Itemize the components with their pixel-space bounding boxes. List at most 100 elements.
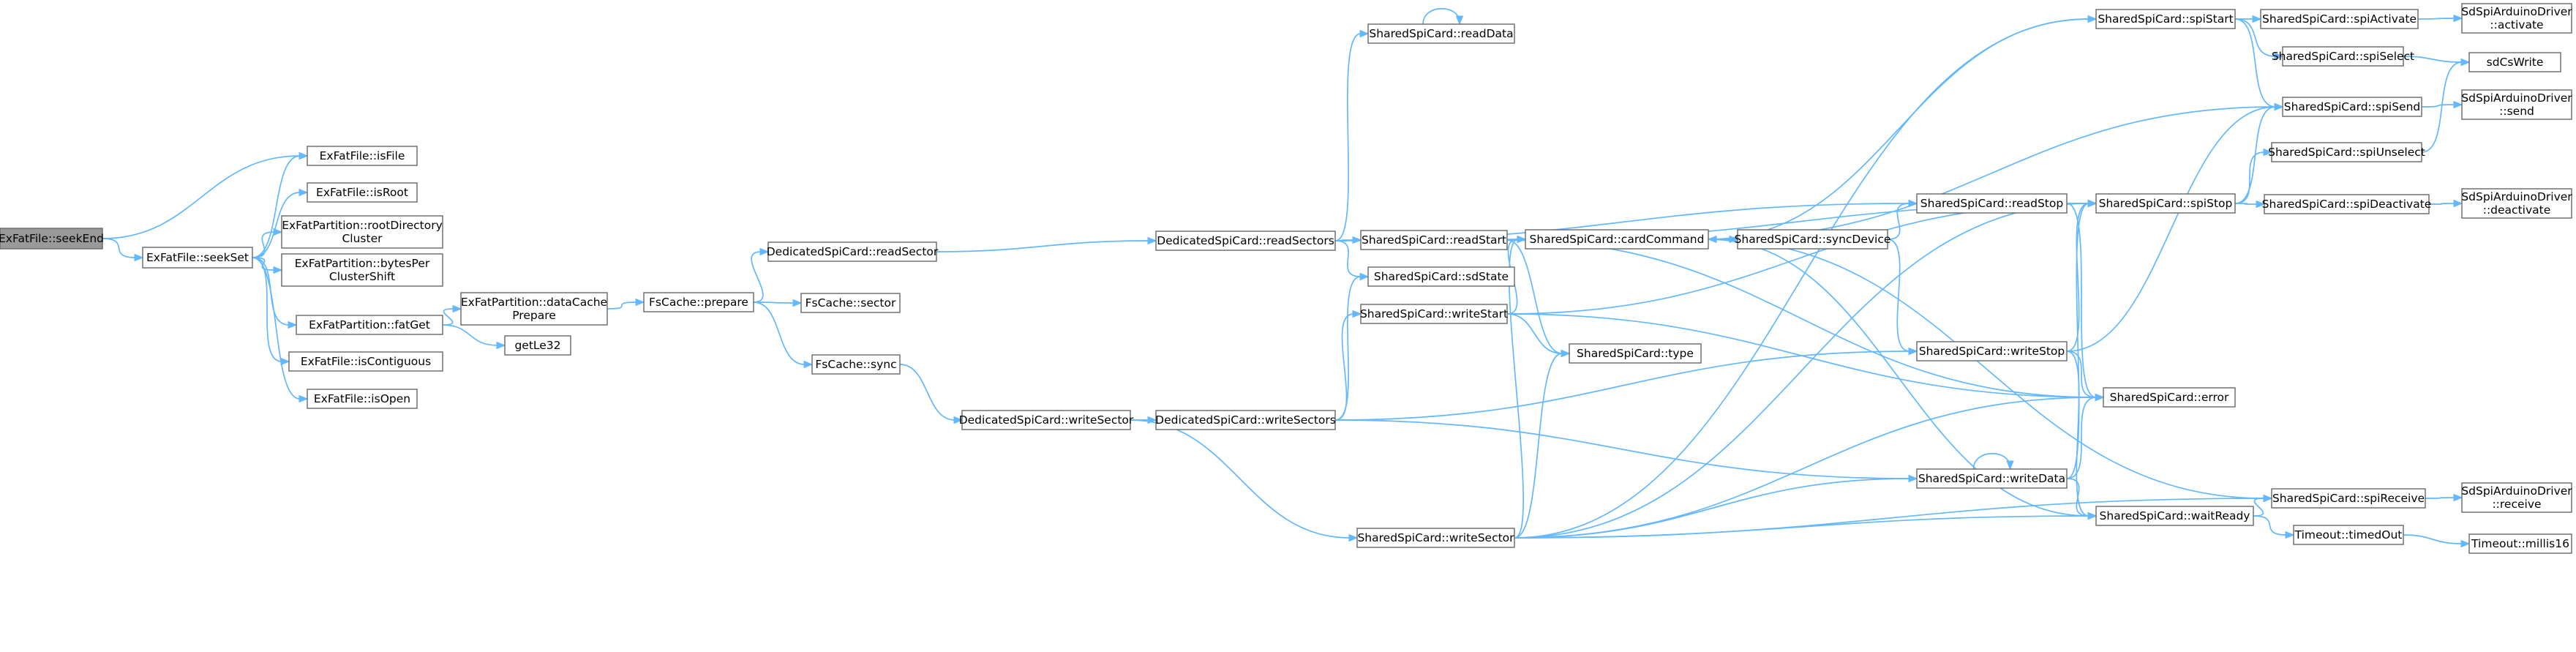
node-label: SharedSpiCard::spiDeactivate <box>2262 198 2432 211</box>
node-sdCsWrite[interactable]: sdCsWrite <box>2468 52 2561 72</box>
node-label: ExFatPartition::fatGet <box>309 318 430 331</box>
node-readStart[interactable]: SharedSpiCard::readStart <box>1360 230 1508 250</box>
node-label: SharedSpiCard::spiUnselect <box>2268 146 2425 159</box>
node-dedWriteSector[interactable]: DedicatedSpiCard::writeSector <box>959 410 1134 430</box>
node-label: SdSpiArduinoDriver <box>2461 484 2572 498</box>
node-fatGet[interactable]: ExFatPartition::fatGet <box>296 315 443 335</box>
node-label: SdSpiArduinoDriver <box>2461 5 2572 18</box>
node-label: DedicatedSpiCard::readSector <box>767 245 939 258</box>
node-seekEnd[interactable]: ExFatFile::seekEnd <box>0 228 104 250</box>
node-syncDevice[interactable]: SharedSpiCard::syncDevice <box>1735 229 1891 250</box>
node-isRoot[interactable]: ExFatFile::isRoot <box>307 182 418 203</box>
edge-dedReadSectors-to-readData <box>1334 29 1370 241</box>
node-writeStart[interactable]: SharedSpiCard::writeStart <box>1360 304 1508 324</box>
node-dedReadSectors[interactable]: DedicatedSpiCard::readSectors <box>1155 231 1336 251</box>
node-error[interactable]: SharedSpiCard::error <box>2103 387 2236 408</box>
node-cardCommand[interactable]: SharedSpiCard::cardCommand <box>1525 229 1709 250</box>
node-fsSync[interactable]: FsCache::sync <box>811 354 901 375</box>
edge-cardCommand-to-spiReceive <box>1708 239 2273 503</box>
node-label: getLe32 <box>514 339 560 352</box>
node-label: FsCache::sync <box>815 358 896 371</box>
edge-syncDevice-to-writeStop <box>1887 239 1918 356</box>
node-fsPrepare[interactable]: FsCache::prepare <box>643 292 754 312</box>
node-box <box>1367 266 1515 287</box>
node-label: ::receive <box>2492 498 2541 511</box>
node-isOpen[interactable]: ExFatFile::isOpen <box>307 389 418 409</box>
node-type[interactable]: SharedSpiCard::type <box>1569 343 1702 364</box>
node-box <box>288 351 443 372</box>
node-box <box>460 292 608 326</box>
node-box <box>2264 194 2430 214</box>
edge-syncDevice-to-cardCommand <box>1707 235 1738 244</box>
node-label: ExFatFile::seekEnd <box>0 232 104 245</box>
node-drvDeactivate[interactable]: SdSpiArduinoDriver::deactivate <box>2461 188 2572 219</box>
node-spiDeactivate[interactable]: SharedSpiCard::spiDeactivate <box>2262 194 2432 214</box>
node-label: SharedSpiCard::spiSelect <box>2272 50 2414 63</box>
node-spiStop[interactable]: SharedSpiCard::spiStop <box>2095 193 2236 214</box>
node-writeData[interactable]: SharedSpiCard::writeData <box>1916 468 2068 489</box>
node-label: SharedSpiCard::readData <box>1369 27 1513 40</box>
node-box <box>1916 341 2068 361</box>
node-drvActivate[interactable]: SdSpiArduinoDriver::activate <box>2461 3 2572 34</box>
node-isFile[interactable]: ExFatFile::isFile <box>307 146 418 166</box>
edge-readStop-to-error <box>2066 203 2105 402</box>
node-spiSend[interactable]: SharedSpiCard::spiSend <box>2282 97 2422 117</box>
node-label: ::send <box>2499 105 2534 118</box>
edge-seekEnd-to-seekSet <box>102 238 144 262</box>
edge-timedOut-to-millis16 <box>2403 534 2471 548</box>
node-label: Cluster <box>342 232 383 245</box>
node-drvReceive[interactable]: SdSpiArduinoDriver::receive <box>2461 482 2572 513</box>
edge-dedWriteSectors-to-writeData <box>1334 419 1918 483</box>
node-label: SharedSpiCard::writeStop <box>1919 345 2065 358</box>
node-label: SharedSpiCard::spiReceive <box>2272 492 2425 505</box>
node-spiUnselect[interactable]: SharedSpiCard::spiUnselect <box>2268 142 2425 162</box>
node-label: ExFatPartition::dataCache <box>461 296 607 309</box>
edge-fatGet-to-dataCachePrepare <box>442 304 462 326</box>
node-drvSend[interactable]: SdSpiArduinoDriver::send <box>2461 89 2572 120</box>
edge-seekSet-to-isRoot <box>252 188 309 258</box>
node-waitReady[interactable]: SharedSpiCard::waitReady <box>2095 506 2254 526</box>
node-box <box>2095 506 2254 526</box>
node-box <box>2468 533 2572 554</box>
node-dedReadSector[interactable]: DedicatedSpiCard::readSector <box>767 241 939 262</box>
node-box <box>1360 230 1508 250</box>
node-sdState[interactable]: SharedSpiCard::sdState <box>1367 266 1515 287</box>
node-label: SharedSpiCard::spiSend <box>2284 100 2421 113</box>
node-label: SharedSpiCard::writeSector <box>1357 531 1514 544</box>
node-spiSelect[interactable]: SharedSpiCard::spiSelect <box>2272 46 2414 67</box>
node-label: DedicatedSpiCard::readSectors <box>1157 234 1334 247</box>
edge-waitReady-to-spiReceive <box>2253 494 2273 517</box>
edge-readData-to-readData <box>1422 7 1464 26</box>
node-box <box>1367 23 1515 44</box>
node-writeSector[interactable]: SharedSpiCard::writeSector <box>1356 528 1515 548</box>
node-dedWriteSectors[interactable]: DedicatedSpiCard::writeSectors <box>1155 410 1336 430</box>
node-box <box>281 215 443 249</box>
edge-dedWriteSector-to-writeSector <box>1130 419 1359 542</box>
node-readStop[interactable]: SharedSpiCard::readStop <box>1916 193 2068 214</box>
node-timedOut[interactable]: Timeout::timedOut <box>2293 525 2404 545</box>
node-spiReceive[interactable]: SharedSpiCard::spiReceive <box>2271 488 2426 509</box>
edge-waitReady-to-timedOut <box>2253 515 2295 539</box>
edge-spiStop-to-spiDeactivate <box>2234 200 2266 209</box>
node-box <box>643 292 754 312</box>
node-getLe32[interactable]: getLe32 <box>504 335 571 356</box>
edge-writeSector-to-spiStart <box>1514 15 2098 539</box>
node-readData[interactable]: SharedSpiCard::readData <box>1367 23 1515 44</box>
node-box <box>2282 46 2404 67</box>
edge-syncDevice-to-readStop <box>1887 199 1918 240</box>
edge-spiSend-to-drvSend <box>2421 100 2463 109</box>
node-fsSector[interactable]: FsCache::sector <box>800 293 901 313</box>
node-writeStop[interactable]: SharedSpiCard::writeStop <box>1916 341 2068 361</box>
edge-spiStart-to-spiSelect <box>2234 18 2284 61</box>
node-spiStart[interactable]: SharedSpiCard::spiStart <box>2095 9 2236 29</box>
node-spiActivate[interactable]: SharedSpiCard::spiActivate <box>2260 9 2419 29</box>
node-isContiguous[interactable]: ExFatFile::isContiguous <box>288 351 443 372</box>
node-label: ExFatFile::isFile <box>320 149 405 162</box>
node-millis16[interactable]: Timeout::millis16 <box>2468 533 2572 554</box>
node-seekSet[interactable]: ExFatFile::seekSet <box>142 247 253 269</box>
edge-fatGet-to-getLe32 <box>442 324 506 350</box>
